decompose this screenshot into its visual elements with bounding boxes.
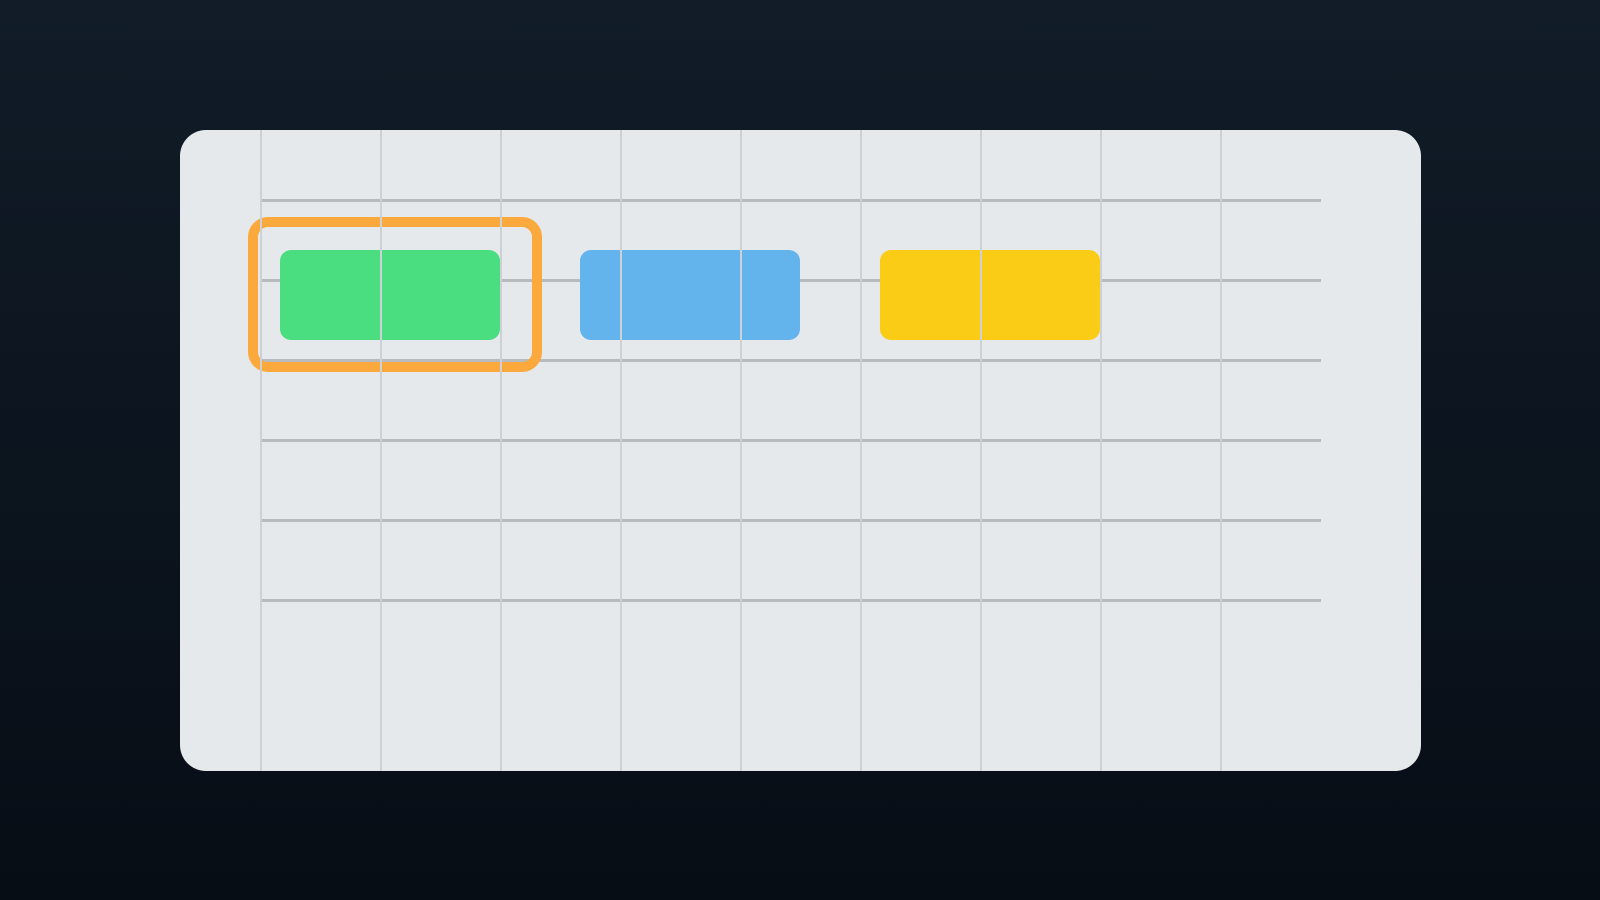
grid-row-line bbox=[261, 199, 1321, 202]
grid-column-line bbox=[620, 130, 622, 771]
selection-outline bbox=[248, 217, 542, 372]
grid-column-line bbox=[740, 130, 742, 771]
grid-row-line bbox=[261, 359, 1321, 362]
green-block[interactable] bbox=[280, 250, 500, 340]
grid-column-line bbox=[860, 130, 862, 771]
grid-column-line bbox=[260, 130, 262, 771]
grid-column-line bbox=[1220, 130, 1222, 771]
grid-column-line bbox=[380, 130, 382, 771]
grid-row-line bbox=[261, 519, 1321, 522]
grid-row-line bbox=[261, 439, 1321, 442]
yellow-block[interactable] bbox=[880, 250, 1100, 340]
grid-canvas[interactable] bbox=[180, 130, 1421, 771]
grid-row-line bbox=[261, 599, 1321, 602]
grid-column-line bbox=[980, 130, 982, 771]
grid-column-line bbox=[500, 130, 502, 771]
grid-column-line bbox=[1100, 130, 1102, 771]
blue-block[interactable] bbox=[580, 250, 800, 340]
